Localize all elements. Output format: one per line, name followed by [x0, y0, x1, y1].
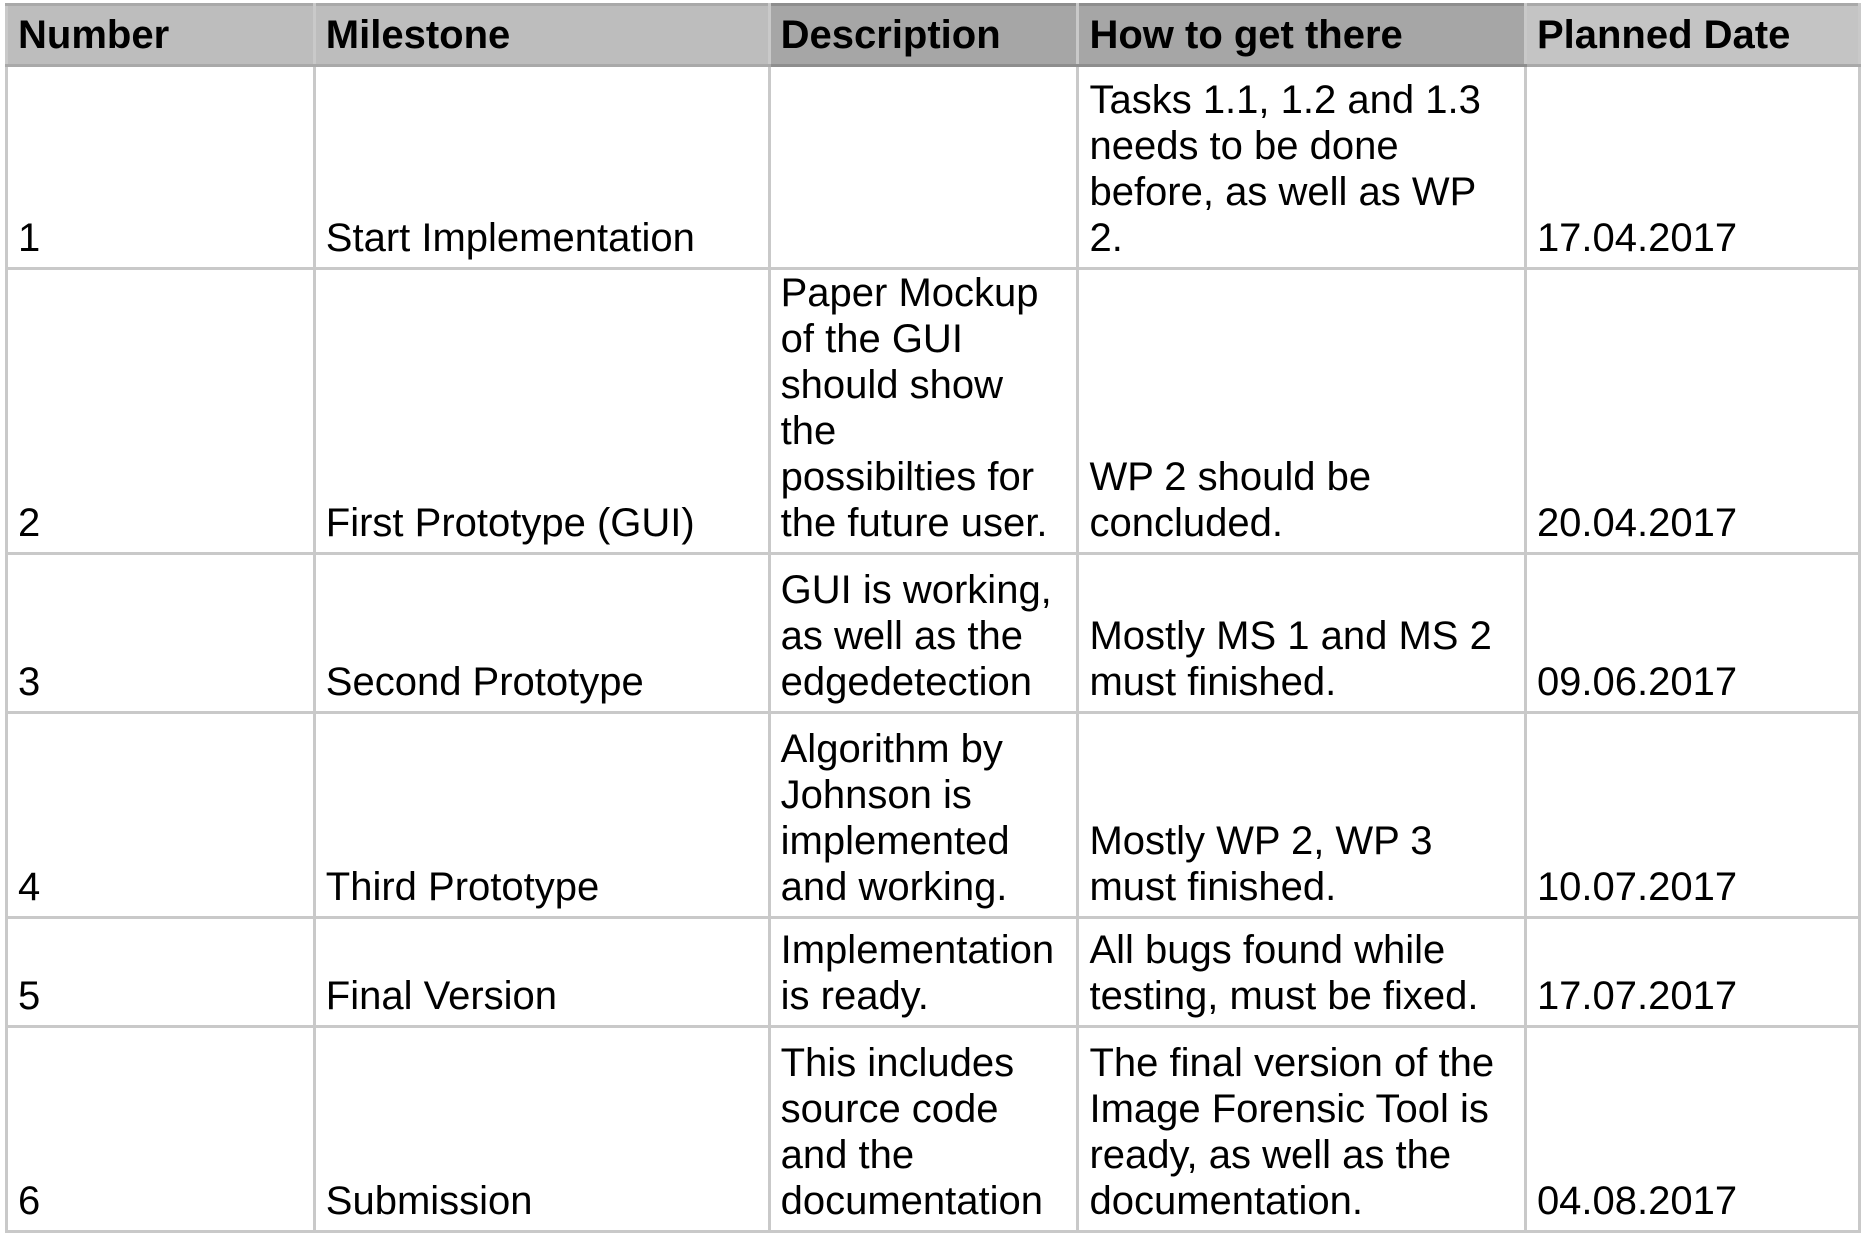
cell-milestone: Final Version — [312, 916, 771, 1028]
cell-milestone-text: Submission — [325, 1179, 533, 1223]
cell-date: 09.06.2017 — [1523, 552, 1862, 714]
cell-how: Mostly MS 1 and MS 2 must finished. — [1076, 552, 1527, 714]
cell-description: Implementation is ready. — [767, 916, 1080, 1028]
cell-milestone: Submission — [312, 1025, 771, 1233]
table-row: 3 Second Prototype GUI is working, as we… — [5, 552, 1862, 714]
cell-date: 20.04.2017 — [1523, 267, 1862, 555]
cell-how-text: WP 2 should be concluded. — [1089, 455, 1372, 545]
cell-description-text: Algorithm by Johnson is implemented and … — [780, 727, 1010, 909]
cell-description: GUI is working, as well as the edgedetec… — [767, 552, 1080, 714]
cell-milestone: First Prototype (GUI) — [312, 267, 771, 555]
cell-date: 17.04.2017 — [1523, 64, 1862, 270]
header-description: Description — [767, 3, 1080, 67]
cell-description-text: Implementation is ready. — [780, 928, 1055, 1018]
cell-milestone-text: Third Prototype — [325, 865, 600, 909]
cell-number-text: 4 — [18, 865, 41, 909]
cell-date: 10.07.2017 — [1523, 711, 1862, 919]
cell-how-text: Mostly MS 1 and MS 2 must finished. — [1089, 614, 1492, 704]
cell-description: Algorithm by Johnson is implemented and … — [767, 711, 1080, 919]
cell-number: 4 — [5, 711, 316, 919]
cell-how: Tasks 1.1, 1.2 and 1.3 needs to be done … — [1076, 64, 1527, 270]
cell-milestone: Second Prototype — [312, 552, 771, 714]
cell-milestone-text: First Prototype (GUI) — [325, 501, 695, 545]
table-row: 2 First Prototype (GUI) Paper Mockup of … — [5, 267, 1862, 555]
header-date: Planned Date — [1523, 3, 1862, 67]
cell-description-text: GUI is working, as well as the edgedetec… — [780, 568, 1052, 704]
header-number: Number — [5, 3, 316, 67]
header-how: How to get there — [1076, 3, 1527, 67]
cell-milestone-text: Final Version — [325, 974, 558, 1018]
cell-milestone: Start Implementation — [312, 64, 771, 270]
cell-how-text: Tasks 1.1, 1.2 and 1.3 needs to be done … — [1089, 78, 1481, 260]
cell-number: 1 — [5, 64, 316, 270]
cell-description — [767, 64, 1080, 270]
cell-description: Paper Mockup of the GUI should show the … — [767, 267, 1080, 555]
document-page: Number Milestone Description How to get … — [5, 3, 1862, 1233]
cell-how: Mostly WP 2, WP 3 must finished. — [1076, 711, 1527, 919]
cell-number-text: 6 — [18, 1179, 41, 1223]
table-header: Number Milestone Description How to get … — [5, 3, 1862, 67]
cell-number-text: 1 — [18, 216, 41, 260]
cell-date: 04.08.2017 — [1523, 1025, 1862, 1233]
cell-date-text: 20.04.2017 — [1536, 501, 1738, 545]
cell-number: 3 — [5, 552, 316, 714]
cell-how-text: All bugs found while testing, must be fi… — [1089, 928, 1479, 1018]
cell-date-text: 10.07.2017 — [1536, 865, 1738, 909]
cell-date-text: 17.04.2017 — [1536, 216, 1738, 260]
cell-how: The final version of the Image Forensic … — [1076, 1025, 1527, 1233]
cell-number: 2 — [5, 267, 316, 555]
cell-number: 6 — [5, 1025, 316, 1233]
cell-how-text: Mostly WP 2, WP 3 must finished. — [1089, 819, 1433, 909]
header-milestone: Milestone — [312, 3, 771, 67]
cell-how: WP 2 should be concluded. — [1076, 267, 1527, 555]
cell-date-text: 17.07.2017 — [1536, 974, 1738, 1018]
cell-number: 5 — [5, 916, 316, 1028]
cell-how-text: The final version of the Image Forensic … — [1089, 1041, 1495, 1223]
header-row: Number Milestone Description How to get … — [5, 3, 1862, 67]
cell-description-text: This includes source code and the docume… — [780, 1041, 1044, 1223]
cell-description-text: Paper Mockup of the GUI should show the … — [780, 271, 1048, 546]
table-body: 1 Start Implementation Tasks 1.1, 1.2 an… — [5, 64, 1862, 1233]
cell-number-text: 3 — [18, 660, 41, 704]
cell-date-text: 04.08.2017 — [1536, 1179, 1738, 1223]
cell-date-text: 09.06.2017 — [1536, 660, 1738, 704]
cell-description: This includes source code and the docume… — [767, 1025, 1080, 1233]
cell-milestone: Third Prototype — [312, 711, 771, 919]
table-row: 5 Final Version Implementation is ready.… — [5, 916, 1862, 1028]
table-row: 4 Third Prototype Algorithm by Johnson i… — [5, 711, 1862, 919]
milestones-table: Number Milestone Description How to get … — [5, 3, 1862, 1233]
table-row: 6 Submission This includes source code a… — [5, 1025, 1862, 1233]
cell-number-text: 5 — [18, 974, 41, 1018]
cell-how: All bugs found while testing, must be fi… — [1076, 916, 1527, 1028]
cell-number-text: 2 — [18, 501, 41, 545]
table-row: 1 Start Implementation Tasks 1.1, 1.2 an… — [5, 64, 1862, 270]
cell-milestone-text: Start Implementation — [325, 216, 695, 260]
cell-milestone-text: Second Prototype — [325, 660, 644, 704]
cell-date: 17.07.2017 — [1523, 916, 1862, 1028]
